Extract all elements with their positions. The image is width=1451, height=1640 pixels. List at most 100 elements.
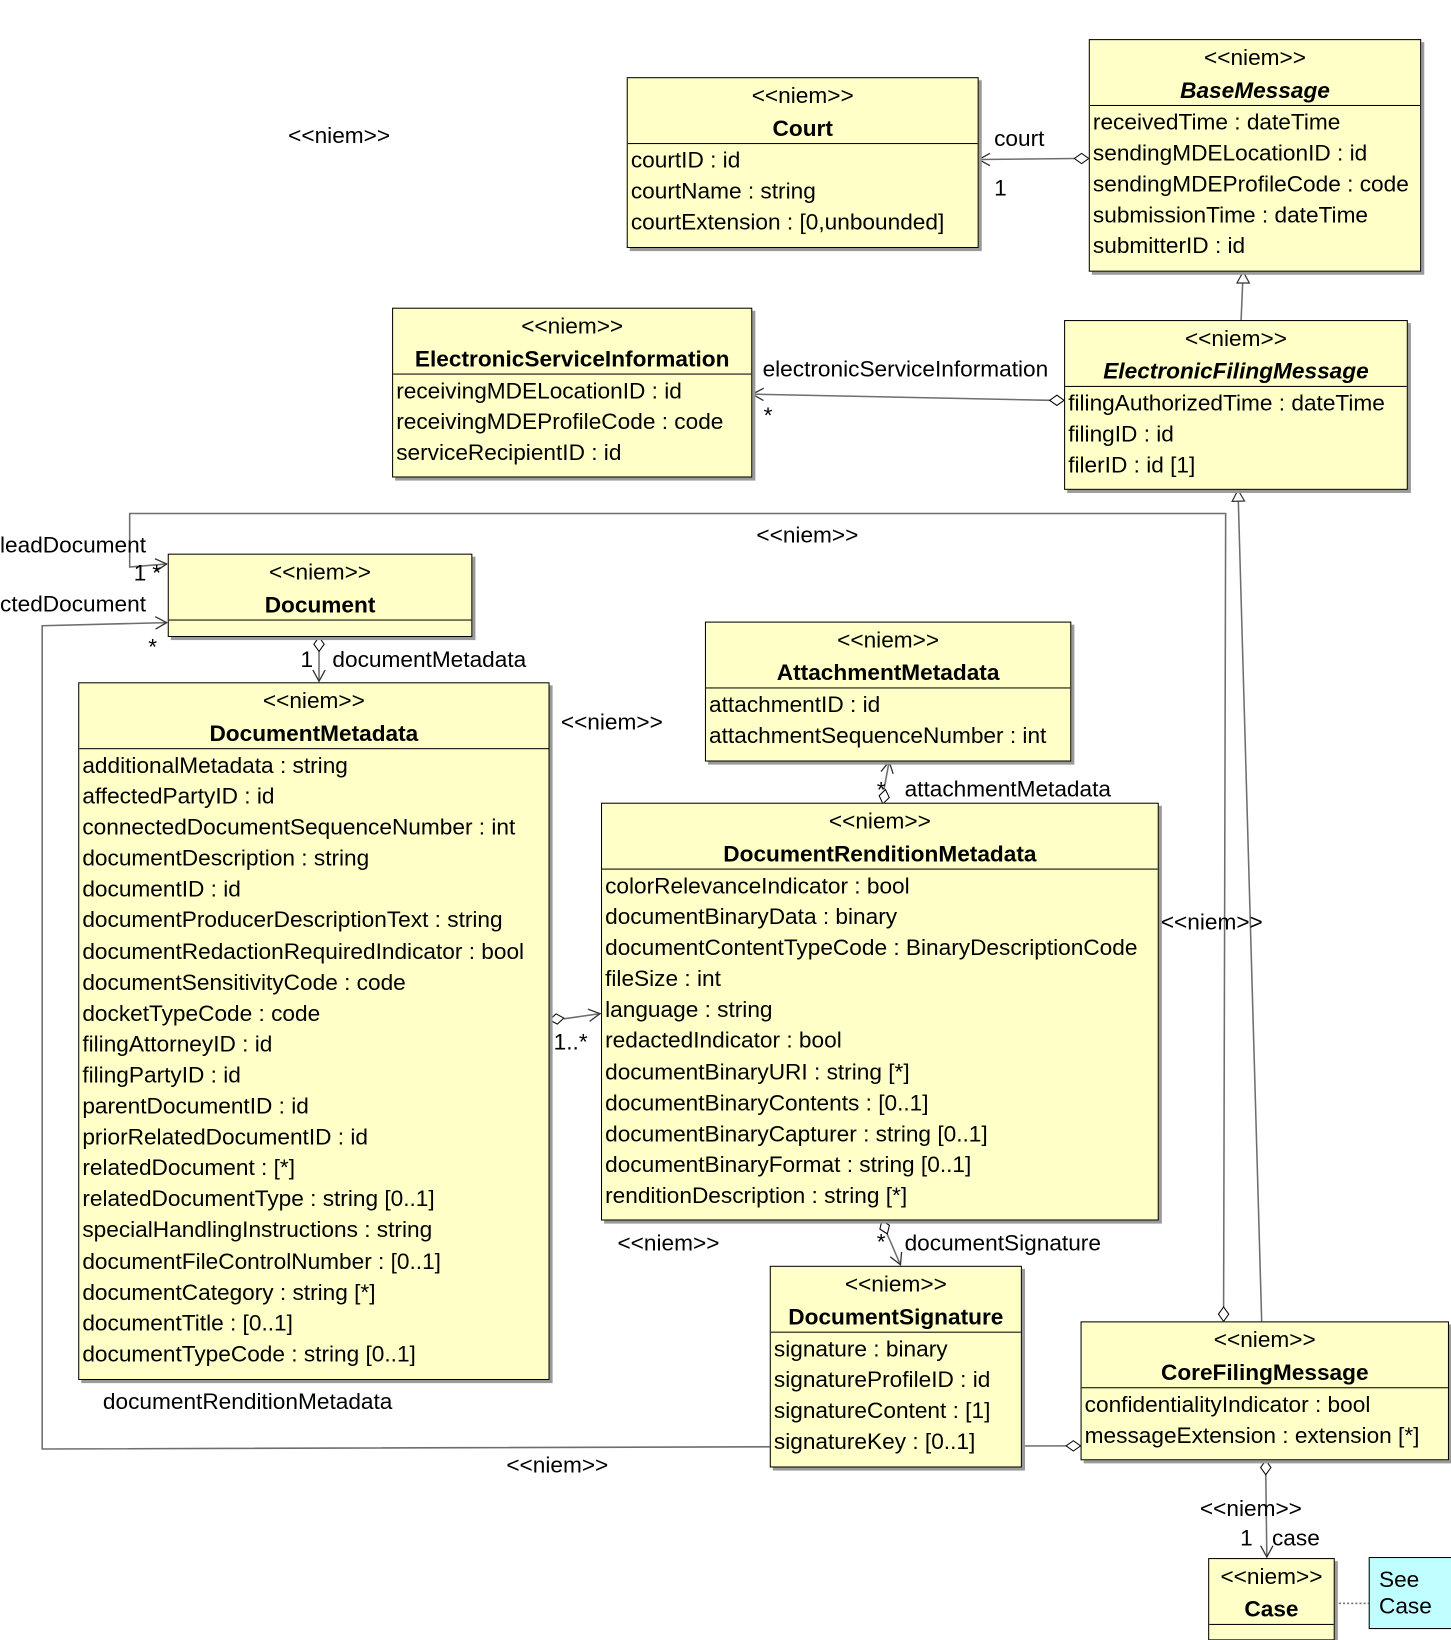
- class-attribute[interactable]: documentBinaryCapturer : string [0..1]: [605, 1120, 988, 1147]
- signature-multiplicity: *: [876, 1228, 886, 1255]
- note-see-case[interactable]: See Case: [1368, 1557, 1451, 1630]
- class-attribute[interactable]: courtName : string: [630, 178, 816, 204]
- class-attribute[interactable]: documentTypeCode : string [0..1]: [82, 1340, 416, 1367]
- stereotype-label: <<niem>>: [288, 122, 391, 149]
- class-attribute[interactable]: submitterID : id: [1092, 232, 1246, 259]
- class-stereotype: <<niem>>: [844, 1270, 947, 1297]
- class-attribute[interactable]: attachmentSequenceNumber : int: [709, 722, 1047, 749]
- class-name: ElectronicFilingMessage: [1103, 358, 1369, 384]
- aggregation-diamond-icon: [878, 788, 890, 805]
- class-attribute[interactable]: relatedDocumentType : string [0..1]: [82, 1185, 435, 1212]
- class-attribute[interactable]: parentDocumentID : id: [82, 1092, 309, 1119]
- class-document-signature[interactable]: <<niem>> DocumentSignature signature : bin…: [769, 1265, 1022, 1468]
- class-attribute[interactable]: documentTitle : [0..1]: [82, 1309, 293, 1336]
- class-attribute[interactable]: docketTypeCode : code: [82, 1000, 321, 1026]
- aggregation-diamond-icon: [1065, 1440, 1082, 1452]
- association-esi: [752, 393, 1050, 402]
- class-name: Court: [772, 115, 833, 141]
- connected-document-label: ctedDocument: [0, 590, 146, 617]
- class-attribute[interactable]: documentRedactionRequiredIndicator : boo…: [82, 938, 525, 964]
- class-attribute[interactable]: serviceRecipientID : id: [396, 439, 622, 466]
- class-attribute[interactable]: sendingMDEProfileCode : code: [1092, 171, 1409, 197]
- generalization-triangle-icon: [1235, 270, 1251, 284]
- compartment-divider: [393, 373, 752, 375]
- aggregation-diamond-icon: [313, 636, 325, 653]
- class-attribute[interactable]: signatureContent : [1]: [773, 1397, 991, 1424]
- class-attribute[interactable]: additionalMetadata : string: [82, 752, 348, 778]
- class-stereotype: <<niem>>: [837, 626, 940, 653]
- stereotype-label: <<niem>>: [617, 1229, 720, 1256]
- class-attribute[interactable]: documentID : id: [82, 876, 241, 902]
- class-case[interactable]: <<niem>>Case: [1208, 1558, 1335, 1640]
- navigability-arrow-icon: [312, 669, 326, 683]
- class-attribute[interactable]: documentSensitivityCode : code: [82, 969, 406, 995]
- attribute-list: signature : binary signatureProfileID : i…: [774, 1334, 990, 1458]
- class-attribute[interactable]: filingID : id: [1068, 420, 1174, 447]
- rendition-multiplicity: 1..*: [553, 1029, 588, 1055]
- class-attribute[interactable]: fileSize : int: [605, 965, 721, 992]
- class-attribute[interactable]: courtID : id: [630, 147, 741, 173]
- generalization-cfm-efm: [1237, 489, 1263, 1322]
- class-attribute[interactable]: documentDescription : string: [82, 845, 370, 871]
- class-attribute[interactable]: priorRelatedDocumentID : id: [82, 1123, 368, 1150]
- aggregation-diamond-icon: [879, 1219, 890, 1235]
- class-attribute[interactable]: messageExtension : extension [*]: [1084, 1422, 1420, 1449]
- class-attribute[interactable]: language : string: [605, 996, 773, 1023]
- class-name: DocumentRenditionMetadata: [723, 840, 1037, 867]
- class-name: DocumentSignature: [788, 1303, 1004, 1330]
- class-attribute[interactable]: courtExtension : [0,unbounded]: [630, 209, 945, 235]
- attribute-list: courtID : id courtName : string courtExten…: [631, 145, 944, 238]
- signature-role-label: documentSignature: [904, 1229, 1101, 1256]
- class-attribute[interactable]: attachmentID : id: [709, 691, 881, 718]
- class-attribute[interactable]: signatureKey : [0..1]: [773, 1428, 976, 1455]
- class-attribute[interactable]: sendingMDELocationID : id: [1092, 140, 1368, 166]
- class-attribute[interactable]: documentBinaryContents : [0..1]: [605, 1089, 929, 1116]
- class-attribute[interactable]: filingAttorneyID : id: [82, 1030, 273, 1057]
- class-attribute[interactable]: colorRelevanceIndicator : bool: [605, 872, 910, 899]
- class-attribute[interactable]: signature : binary: [773, 1335, 948, 1362]
- class-attribute[interactable]: filingPartyID : id: [82, 1061, 241, 1088]
- class-attribute[interactable]: redactedIndicator : bool: [605, 1027, 842, 1054]
- class-attribute[interactable]: receivedTime : dateTime: [1092, 109, 1341, 135]
- class-attribute[interactable]: documentCategory : string [*]: [82, 1278, 376, 1305]
- association-connected-document: [41, 621, 1067, 1450]
- navigability-arrow-icon: [750, 387, 765, 402]
- class-attribute[interactable]: receivingMDELocationID : id: [396, 377, 682, 404]
- case-multiplicity: 1: [1240, 1525, 1253, 1551]
- class-attribute[interactable]: documentProducerDescriptionText : string: [82, 907, 503, 933]
- class-attribute[interactable]: documentBinaryURI : string [*]: [605, 1058, 910, 1085]
- compartment-divider: [1089, 104, 1421, 106]
- class-attribute[interactable]: submissionTime : dateTime: [1092, 201, 1369, 228]
- compartment-divider: [770, 1331, 1021, 1333]
- class-attribute[interactable]: documentFileControlNumber : [0..1]: [82, 1247, 441, 1274]
- class-attribute[interactable]: specialHandlingInstructions : string: [82, 1216, 433, 1243]
- class-attribute[interactable]: connectedDocumentSequenceNumber : int: [82, 814, 516, 840]
- class-attribute[interactable]: confidentialityIndicator : bool: [1084, 1391, 1371, 1418]
- class-stereotype: <<niem>>: [269, 558, 372, 585]
- class-attribute[interactable]: documentBinaryData : binary: [605, 903, 898, 930]
- class-attribute[interactable]: renditionDescription : string [*]: [605, 1182, 908, 1209]
- class-attribute[interactable]: filerID : id [1]: [1068, 451, 1196, 478]
- class-attribute[interactable]: receivingMDEProfileCode : code: [396, 408, 724, 435]
- class-attribute[interactable]: signatureProfileID : id: [773, 1366, 991, 1393]
- class-attribute[interactable]: relatedDocument : [*]: [82, 1154, 296, 1181]
- class-attribute[interactable]: affectedPartyID : id: [82, 783, 275, 809]
- association-court: [978, 157, 1075, 161]
- aggregation-diamond-icon: [1073, 152, 1090, 165]
- stereotype-label: <<niem>>: [756, 521, 859, 548]
- connected-multiplicity-star-2: *: [148, 633, 158, 660]
- class-attribute[interactable]: documentContentTypeCode : BinaryDescript…: [605, 934, 1138, 961]
- class-attribute[interactable]: documentBinaryFormat : string [0..1]: [605, 1151, 972, 1178]
- doc-metadata-role-label: documentMetadata: [332, 646, 527, 673]
- class-name: DocumentMetadata: [209, 720, 419, 747]
- class-attribute[interactable]: filingAuthorizedTime : dateTime: [1068, 390, 1385, 416]
- class-document[interactable]: <<niem>>Document: [167, 553, 473, 638]
